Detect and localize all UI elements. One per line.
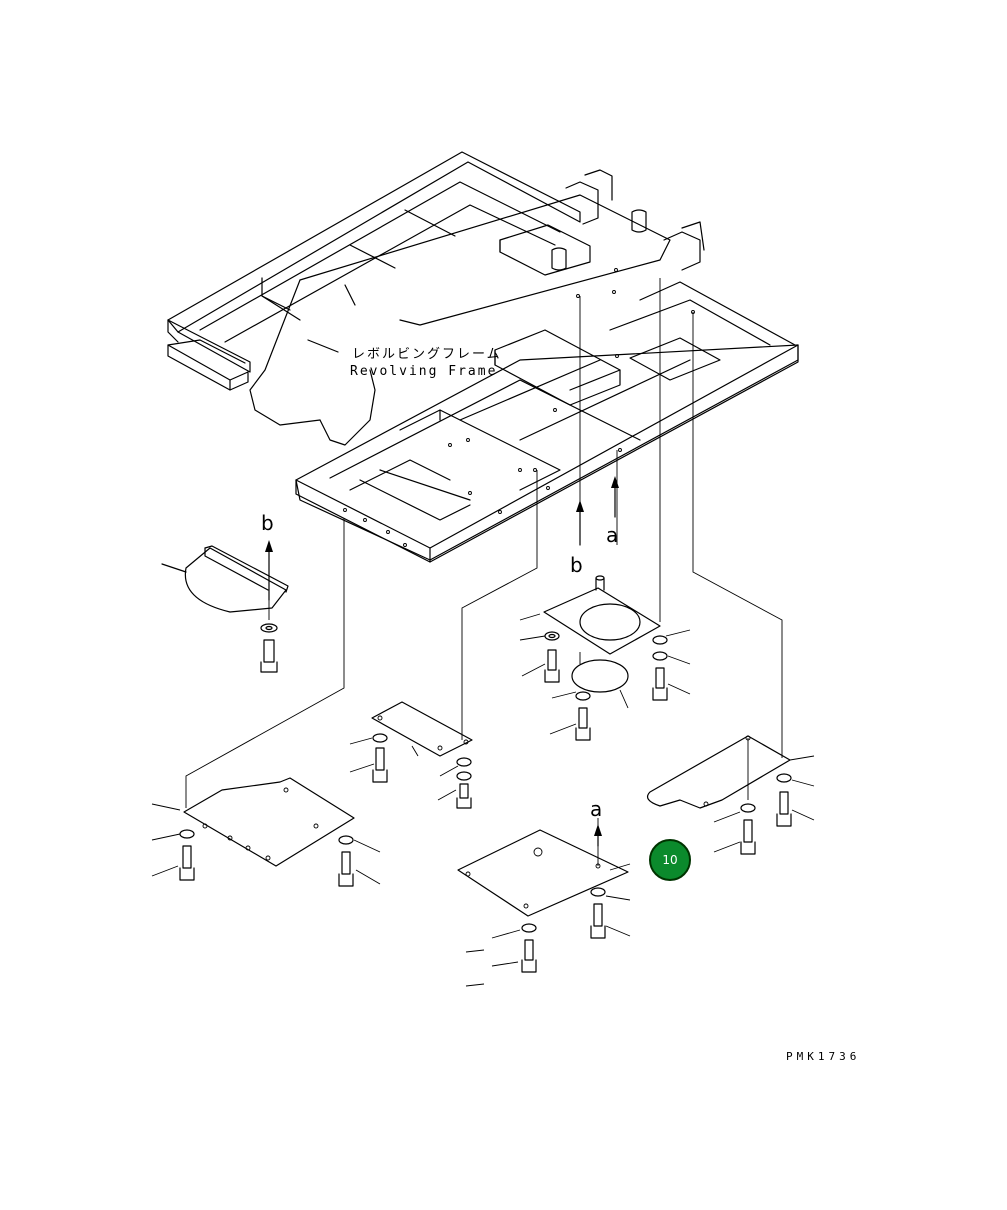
bolts-small-plate	[349, 733, 472, 809]
callout-badge[interactable]: 10	[649, 839, 691, 881]
round-hole-cover	[543, 575, 661, 709]
arrow-label-b-upper: b	[570, 553, 583, 577]
right-curved-cover	[647, 735, 815, 809]
small-center-plate	[371, 701, 473, 757]
bolts-round-cover	[519, 613, 691, 741]
arrow-label-a-lower: a	[590, 797, 602, 821]
bolts-right-cover	[713, 773, 815, 855]
front-center-cover	[457, 818, 631, 917]
arrow-label-b-left: b	[261, 511, 274, 535]
frame-label-english: Revolving Frame	[350, 364, 497, 379]
bolts-large-left-cover	[151, 829, 381, 887]
bolt-left-cover	[260, 623, 278, 673]
callout-number: 10	[662, 853, 677, 867]
assembly-leader-lines	[185, 278, 783, 808]
arrow-label-a-upper: a	[606, 523, 618, 547]
revolving-frame	[167, 151, 799, 563]
large-left-cover	[151, 777, 355, 867]
frame-label-japanese: レボルビングフレーム	[352, 347, 502, 362]
drawing-code: PMK1736	[786, 1050, 860, 1063]
arrows	[265, 476, 619, 847]
bolts-front-center-cover	[465, 887, 631, 987]
